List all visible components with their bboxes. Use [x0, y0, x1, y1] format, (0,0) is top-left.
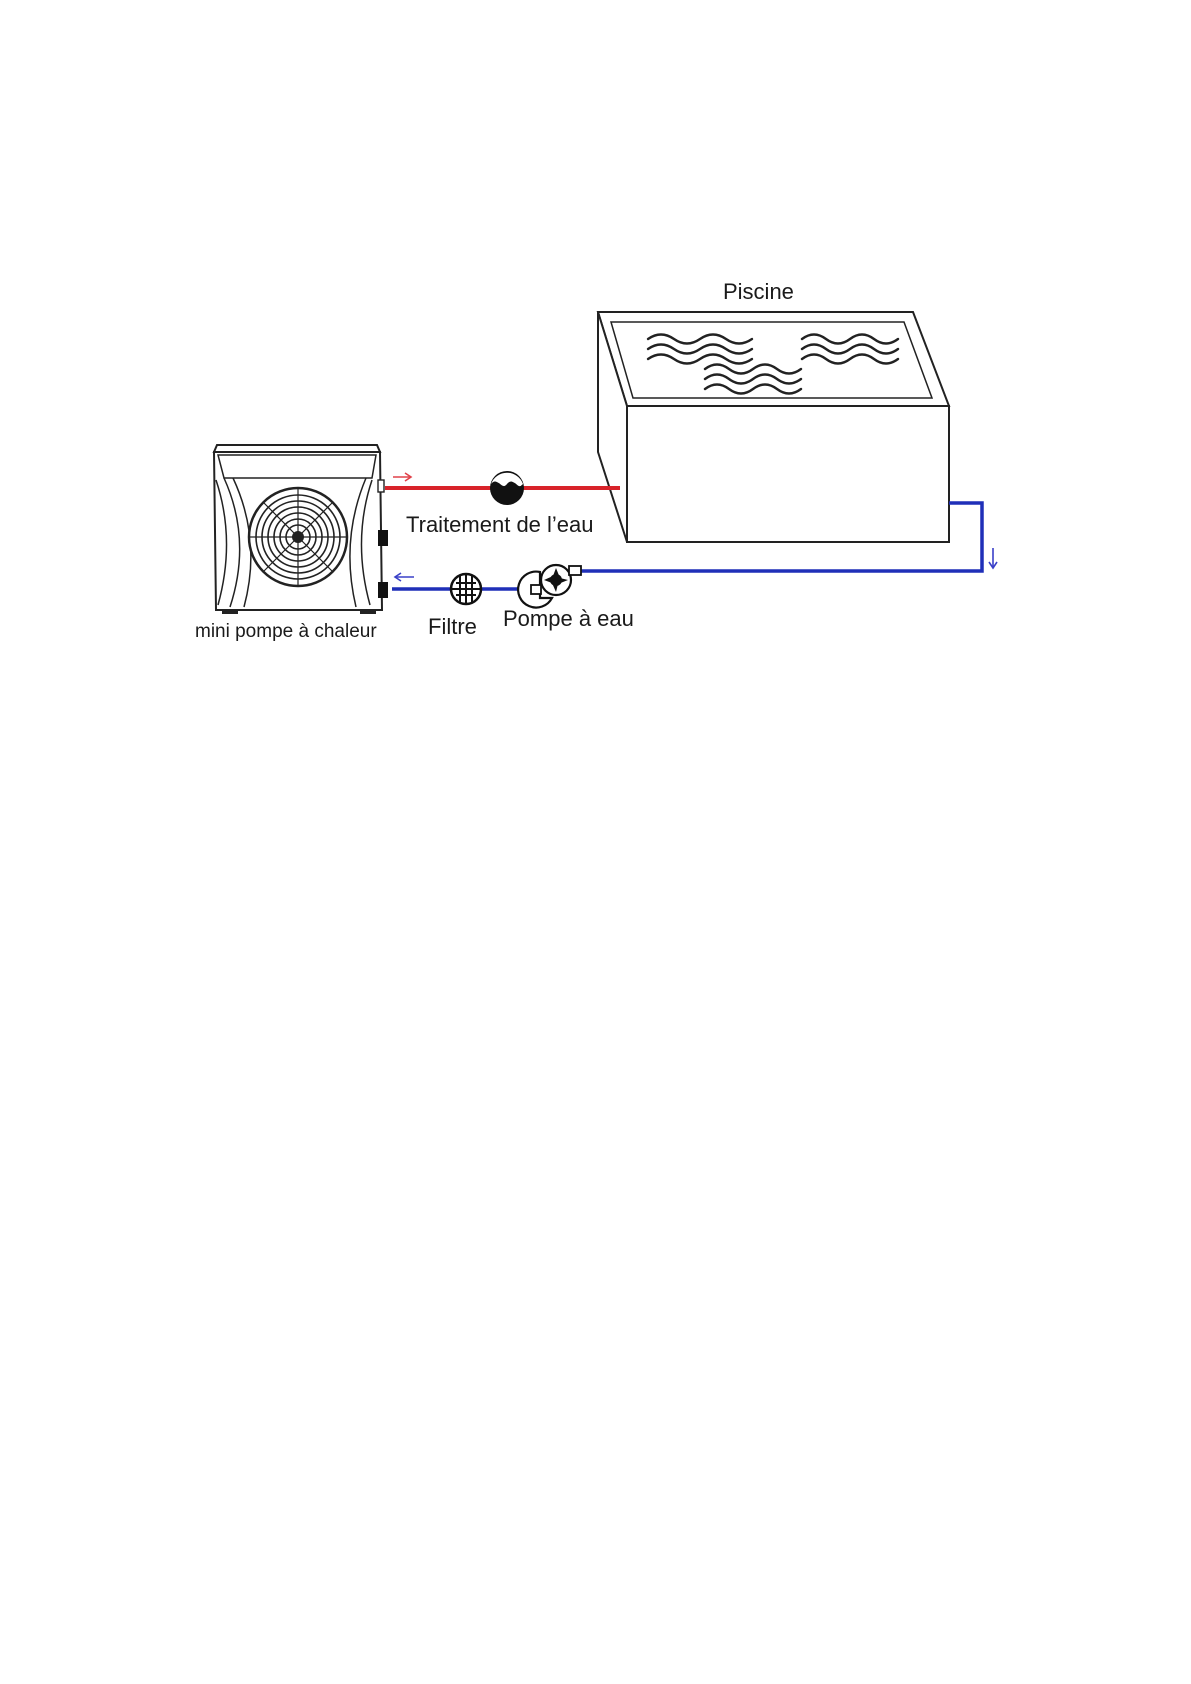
heat-pump-unit	[214, 445, 388, 614]
pool-front-face	[627, 406, 949, 542]
heat-pump-outlet-connector	[378, 530, 388, 546]
pool-label: Piscine	[723, 279, 794, 304]
arrow-right-icon	[393, 473, 411, 481]
filter-icon	[451, 574, 481, 604]
heat-pump-inlet-connector	[378, 582, 388, 598]
water-treatment-icon	[490, 471, 524, 505]
pool	[598, 312, 949, 542]
water-pump-icon	[518, 565, 581, 608]
water-treatment-label: Traitement de l’eau	[406, 512, 594, 537]
arrow-down-icon	[989, 548, 997, 568]
water-pump-label: Pompe à eau	[503, 606, 634, 631]
heat-pump-label: mini pompe à chaleur	[195, 621, 377, 642]
arrow-left-icon	[395, 573, 414, 581]
filter-label: Filtre	[428, 614, 477, 639]
fan-icon	[249, 488, 347, 586]
